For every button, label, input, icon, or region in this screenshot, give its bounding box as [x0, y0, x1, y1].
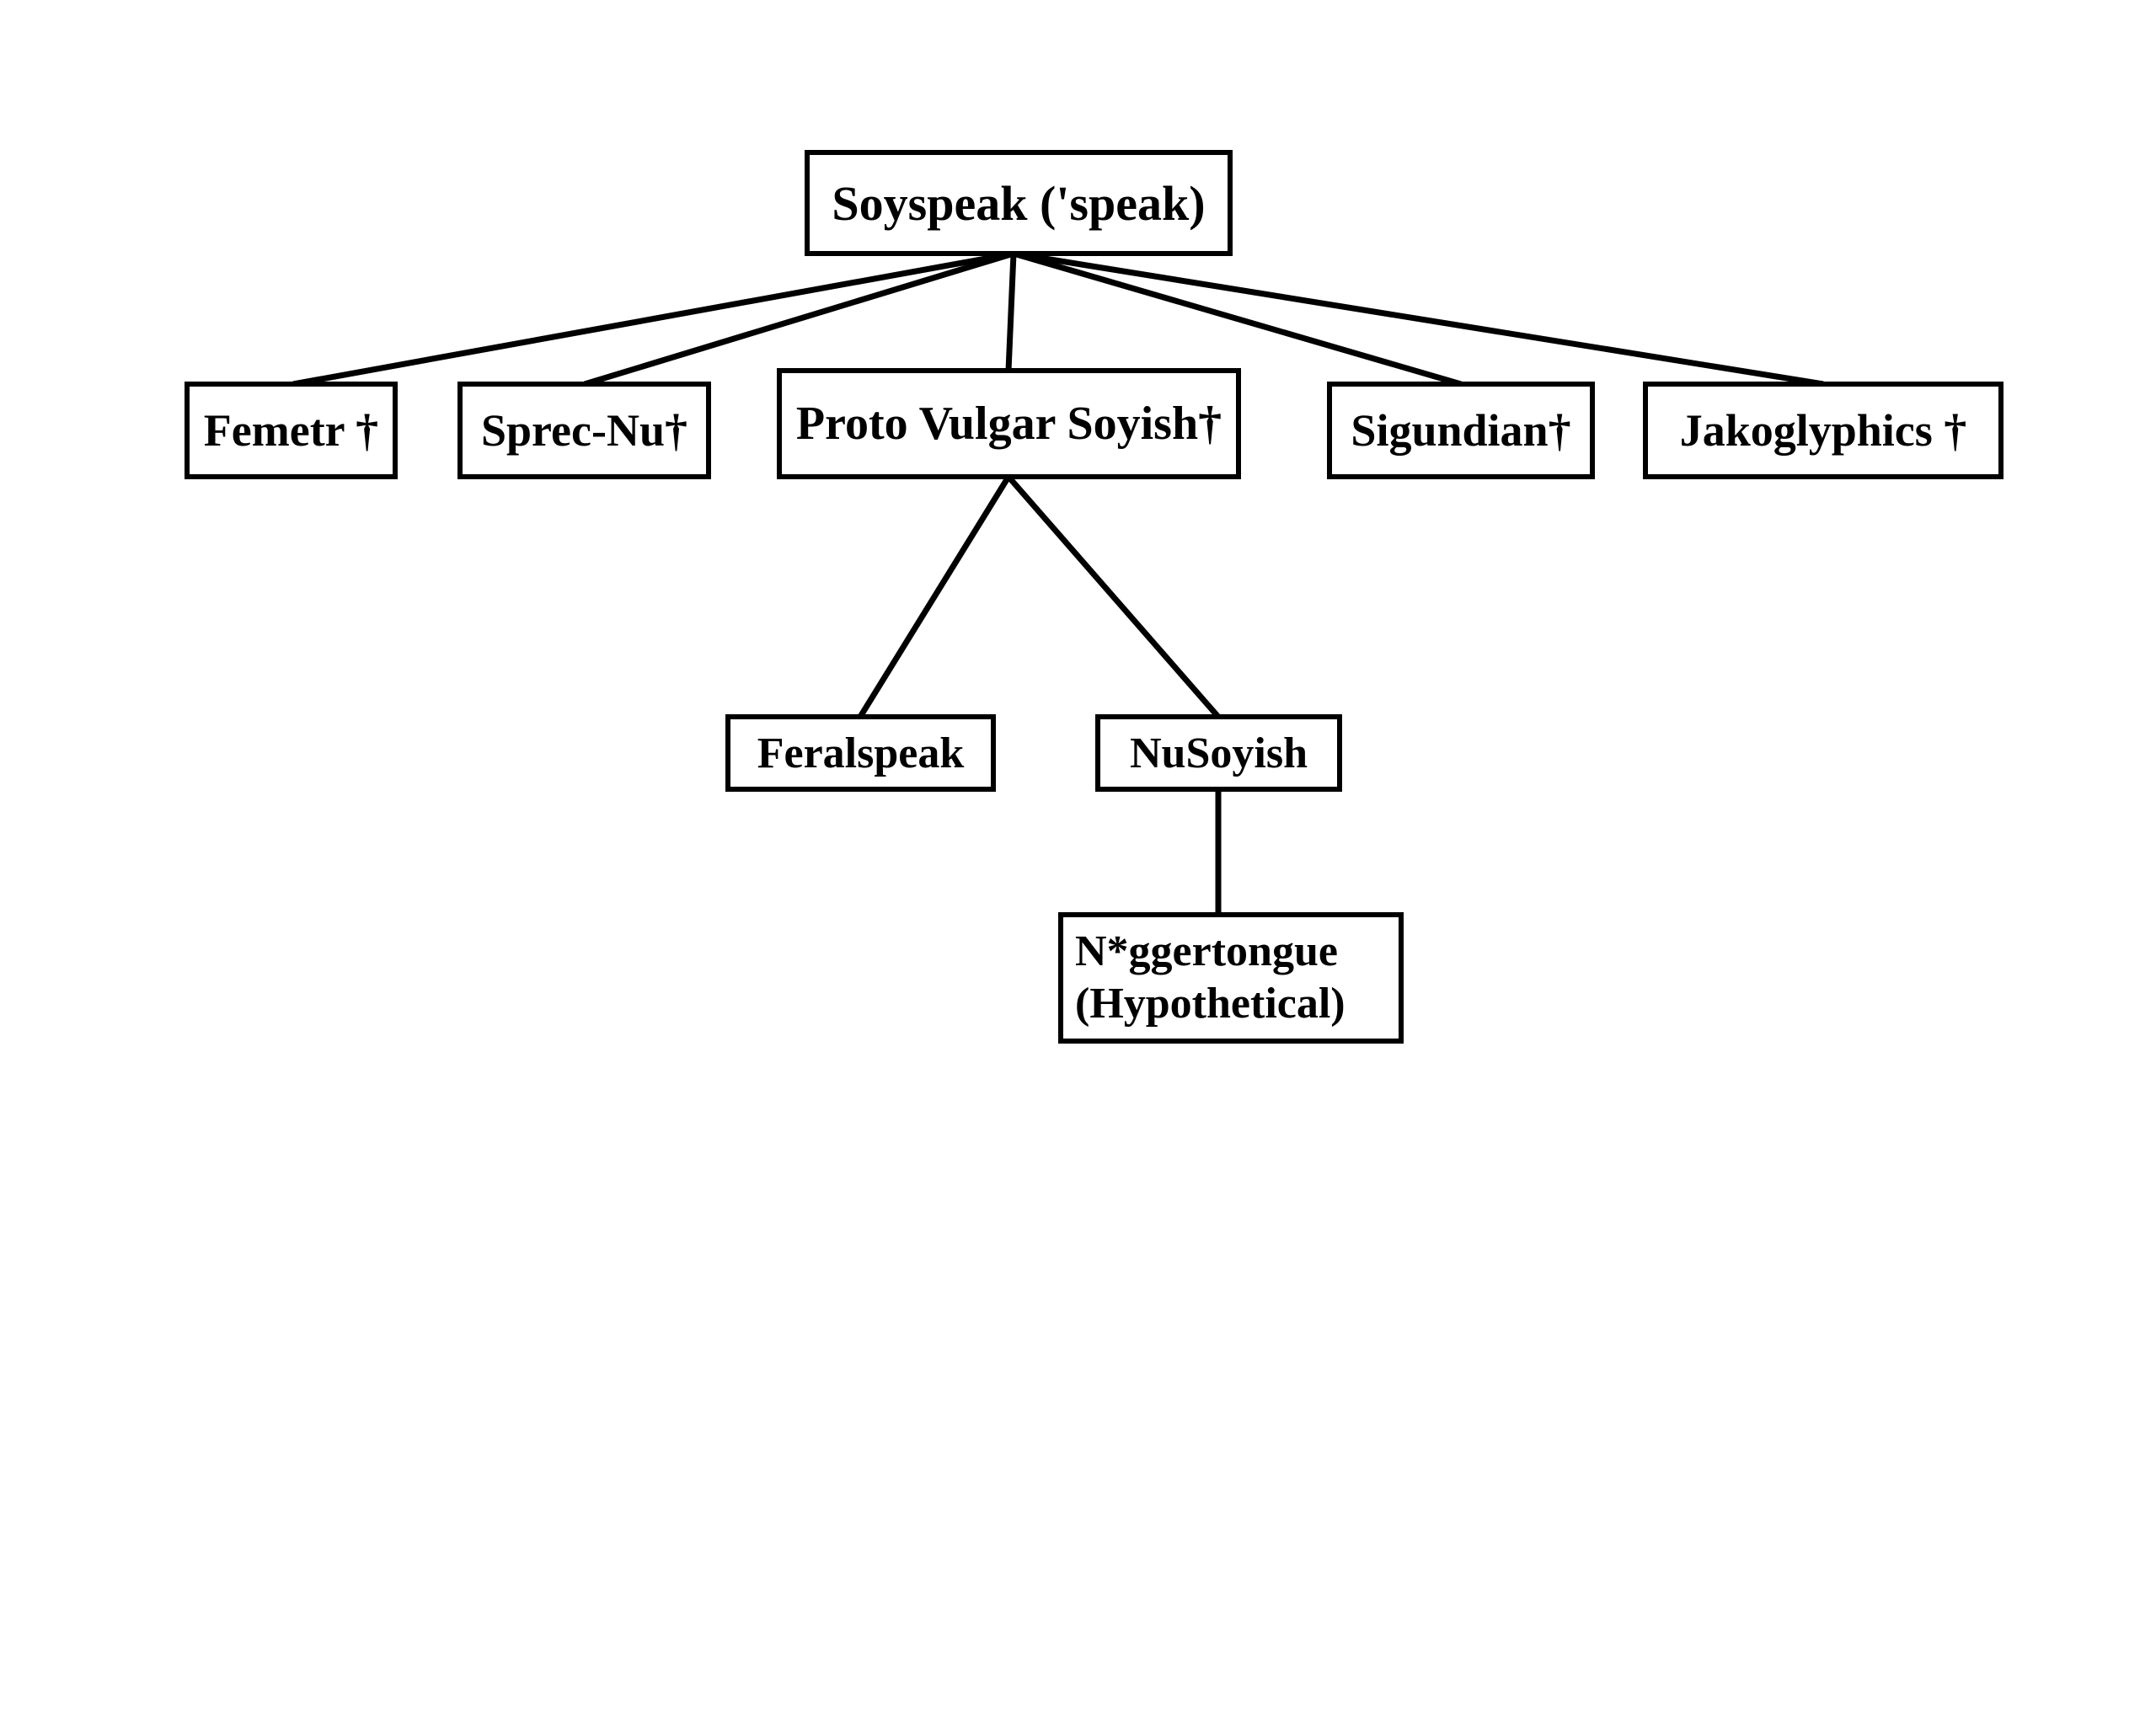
- node-sprec-nu: Sprec-Nu†: [457, 382, 711, 479]
- node-nusoyish: NuSoyish: [1095, 714, 1342, 792]
- node-sigundian: Sigundian†: [1327, 382, 1595, 479]
- node-jakoglyphics: Jakoglyphics †: [1643, 382, 2004, 479]
- node-hypothetical-tongue-label-line1: N*ggertongue: [1075, 927, 1338, 975]
- edge-root-femetr: [292, 250, 1014, 387]
- edge-root-sprecnu: [583, 250, 1015, 387]
- node-femetr-label: Femetr †: [203, 405, 379, 456]
- edge-root-jakoglyphics: [1013, 250, 1824, 387]
- edge-proto-nusoyish: [1006, 474, 1221, 719]
- node-nusoyish-label: NuSoyish: [1130, 729, 1308, 777]
- node-hypothetical-tongue-label-line2: (Hypothetical): [1075, 980, 1345, 1028]
- node-soyspeak: Soyspeak ('speak): [805, 150, 1233, 256]
- node-proto-vulgar-soyish-label: Proto Vulgar Soyish†: [795, 398, 1222, 450]
- node-femetr: Femetr †: [185, 382, 398, 479]
- node-proto-vulgar-soyish: Proto Vulgar Soyish†: [777, 368, 1241, 479]
- node-jakoglyphics-label: Jakoglyphics †: [1679, 405, 1967, 456]
- node-feralspeak-label: Feralspeak: [757, 729, 965, 777]
- edge-root-sigundian: [1013, 250, 1462, 387]
- node-sprec-nu-label: Sprec-Nu†: [480, 405, 687, 456]
- node-feralspeak: Feralspeak: [725, 714, 996, 792]
- node-sigundian-label: Sigundian†: [1351, 405, 1571, 456]
- edge-root-proto: [1005, 253, 1017, 371]
- node-hypothetical-tongue: N*ggertongue (Hypothetical): [1058, 912, 1404, 1044]
- edge-proto-feralspeak: [858, 475, 1011, 718]
- node-soyspeak-label: Soyspeak ('speak): [832, 175, 1206, 231]
